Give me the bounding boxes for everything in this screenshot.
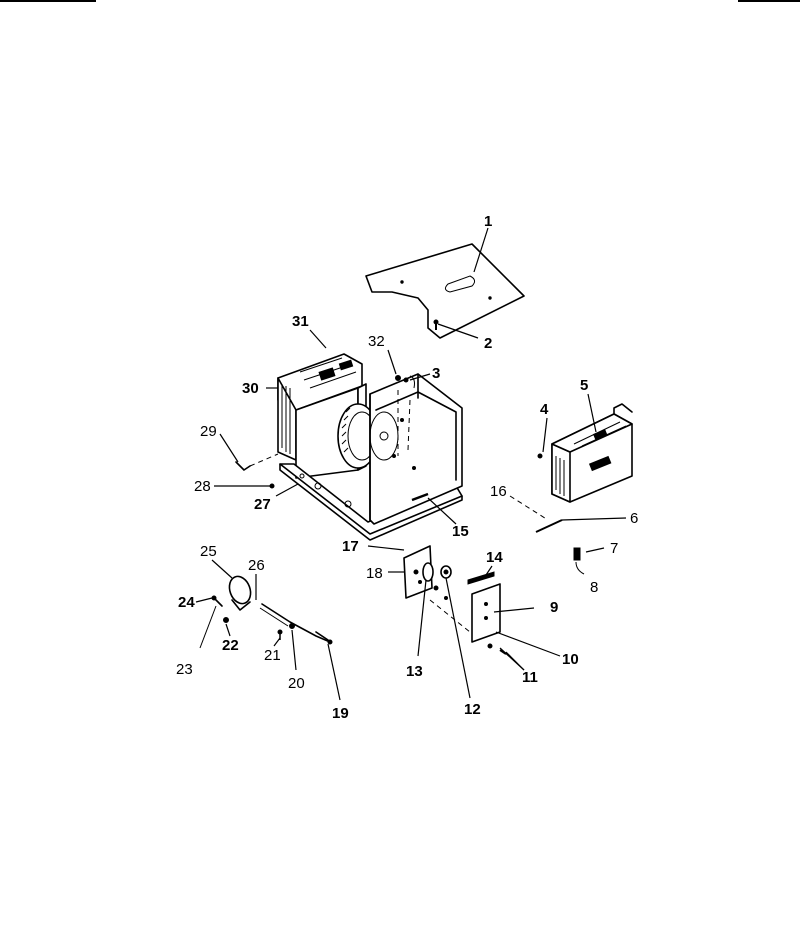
part-evaporator-coil [277,353,363,461]
part-fastener-7-8 [573,547,585,575]
dashed-leader-29 [249,453,279,467]
callout-29: 29 [200,423,217,440]
callout-24: 24 [178,594,195,611]
callout-18: 18 [366,565,383,582]
callout-3: 3 [432,365,440,382]
callout-14: 14 [486,549,503,566]
part-screw-4 [537,453,543,459]
part-bracket-24 [211,595,223,607]
part-screws-10-11 [487,643,507,655]
callout-4: 4 [540,401,549,418]
dashed-leader-12 [429,599,471,633]
part-rod-6 [535,519,563,533]
part-grommet-20 [289,623,295,629]
leader-lines [195,227,627,701]
part-strip-14 [467,571,495,585]
callout-9: 9 [550,599,558,616]
callout-1: 1 [484,213,492,230]
callout-11: 11 [522,669,538,686]
part-screw-32 [395,375,401,381]
callout-6: 6 [630,510,638,527]
part-screw-22 [223,617,229,623]
part-clip-29 [235,461,251,471]
callout-27: 27 [254,496,271,513]
callout-15: 15 [452,523,469,540]
callout-8: 8 [590,579,598,596]
part-screw-3 [403,375,415,389]
part-cord-19 [315,631,333,645]
dashed-leader-16 [509,495,549,521]
part-capacitor-25 [228,575,252,611]
callout-30: 30 [242,380,259,397]
callout-26: 26 [248,557,265,574]
callout-16: 16 [490,483,507,500]
callout-22: 22 [222,637,239,654]
callout-32: 32 [368,333,385,350]
callout-31: 31 [292,313,309,330]
callout-12: 12 [464,701,481,718]
part-knob-12 [440,565,452,600]
callout-19: 19 [332,705,349,722]
callout-20: 20 [288,675,305,692]
callout-17: 17 [342,538,359,555]
callout-2: 2 [484,335,492,352]
part-condenser-coil [551,403,633,503]
callout-28: 28 [194,478,211,495]
part-switch-13 [422,562,439,591]
part-screw-28 [269,483,275,489]
callout-10: 10 [562,651,579,668]
callout-labels: 1 2 3 4 5 6 7 8 9 10 11 12 13 14 15 16 1… [176,213,638,722]
callout-25: 25 [200,543,217,560]
callout-23: 23 [176,661,193,678]
part-top-cover [365,243,525,339]
callout-21: 21 [264,647,281,664]
part-bolt-15 [411,492,429,502]
part-compartment-shroud [369,373,463,525]
callout-5: 5 [580,377,588,394]
callout-7: 7 [610,540,618,557]
part-wire-23 [199,605,217,649]
part-wire-harness-26 [259,603,331,643]
part-panel-9 [471,583,501,643]
callout-13: 13 [406,663,423,680]
part-blower-wheel [337,403,379,469]
